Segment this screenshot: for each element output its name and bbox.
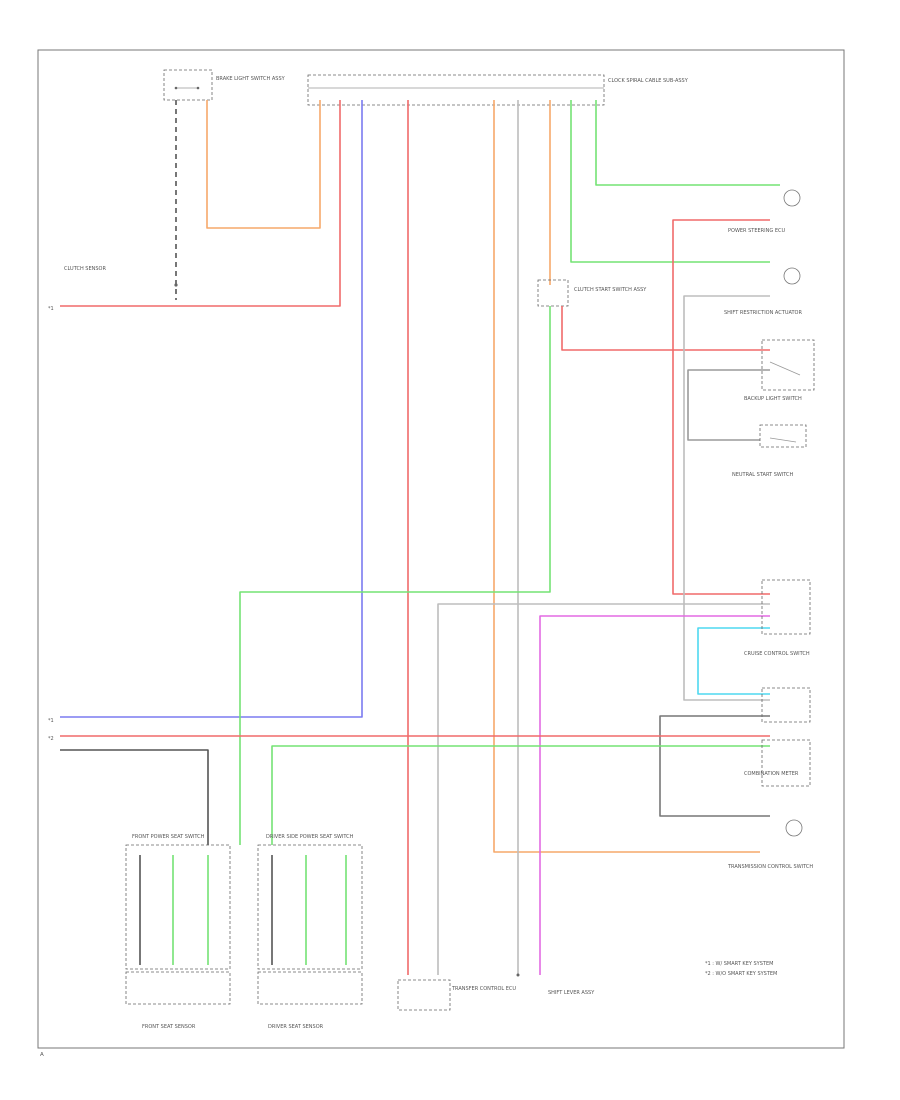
- legend-line-2: *2 : W/O SMART KEY SYSTEM: [705, 971, 777, 977]
- wire-orange-long: [493, 100, 760, 853]
- r5-label: CRUISE CONTROL SWITCH: [744, 651, 810, 657]
- side-label-3: *1: [48, 306, 54, 312]
- shift-lever-assy: SHIFT LEVER ASSY: [516, 973, 595, 996]
- top-connector-label: CLOCK SPIRAL CABLE SUB-ASSY: [608, 78, 689, 84]
- b2-label: DRIVER SIDE POWER SEAT SWITCH: [266, 834, 354, 840]
- front-seat-sensor: FRONT SEAT SENSOR: [125, 971, 231, 1030]
- driver-power-seat-switch: DRIVER SIDE POWER SEAT SWITCH: [257, 834, 363, 970]
- backup-light-switch: BACKUP LIGHT SWITCH: [744, 339, 815, 402]
- combination-meter: COMBINATION METER: [744, 739, 811, 787]
- left-sensor-circuit: CLUTCH SENSOR: [64, 100, 178, 300]
- left-sensor-label: CLUTCH SENSOR: [64, 266, 106, 272]
- wire-red-right: [672, 219, 770, 595]
- neutral-start-switch: NEUTRAL START SWITCH: [732, 424, 807, 478]
- wire-green-module: [239, 306, 551, 845]
- diagram-frame: [37, 49, 845, 1049]
- wire-cyan: [697, 627, 770, 695]
- b4-label: DRIVER SEAT SENSOR: [268, 1024, 324, 1030]
- r1-label: POWER STEERING ECU: [728, 228, 785, 234]
- legend-line-1: *1 : W/ SMART KEY SYSTEM: [705, 961, 773, 967]
- wire-gray-r4: [683, 295, 770, 701]
- wire-red-left: [60, 100, 341, 307]
- wire-green-bottom: [271, 745, 770, 845]
- transfer-control-ecu: TRANSFER CONTROL ECU: [397, 979, 516, 1011]
- clutch-start-switch: CLUTCH START SWITCH ASSY: [537, 279, 647, 307]
- b1-label: FRONT POWER SEAT SWITCH: [132, 834, 205, 840]
- wire-orange-switch: [206, 100, 321, 229]
- wire-green-r1: [595, 100, 780, 186]
- power-steering-ecu: POWER STEERING ECU: [728, 189, 801, 234]
- wire-gray-cruise: [437, 603, 770, 975]
- r6-label: COMBINATION METER: [744, 771, 799, 777]
- b3-label: FRONT SEAT SENSOR: [142, 1024, 196, 1030]
- r3-label: BACKUP LIGHT SWITCH: [744, 396, 802, 402]
- wire-blue: [60, 100, 363, 718]
- side-label-1: *1: [48, 718, 54, 724]
- top-connector: CLOCK SPIRAL CABLE SUB-ASSY: [307, 74, 689, 106]
- b5-label: TRANSFER CONTROL ECU: [451, 986, 516, 992]
- front-power-seat-switch: FRONT POWER SEAT SWITCH: [125, 834, 231, 970]
- r4-label: NEUTRAL START SWITCH: [732, 472, 794, 478]
- brake-light-switch-label: BRAKE LIGHT SWITCH ASSY: [216, 76, 286, 82]
- brake-light-switch: BRAKE LIGHT SWITCH ASSY: [163, 69, 286, 101]
- clutch-start-label: CLUTCH START SWITCH ASSY: [574, 287, 647, 293]
- wire-red-module: [561, 306, 770, 351]
- cruise-control-switch: CRUISE CONTROL SWITCH: [744, 579, 811, 723]
- legend-notes: *1 : W/ SMART KEY SYSTEM *2 : W/O SMART …: [705, 961, 777, 977]
- side-label-2: *2: [48, 736, 54, 742]
- wire-gray-r3: [687, 369, 770, 441]
- b6-label: SHIFT LEVER ASSY: [548, 990, 595, 996]
- wire-black-meter: [659, 715, 770, 817]
- r7-label: TRANSMISSION CONTROL SWITCH: [727, 864, 813, 870]
- r2-label: SHIFT RESTRICTION ACTUATOR: [724, 310, 802, 316]
- wire-green-r2: [570, 100, 770, 263]
- wire-black-seat: [60, 749, 209, 845]
- shift-restriction-actuator: SHIFT RESTRICTION ACTUATOR: [724, 267, 802, 316]
- transmission-control-switch: TRANSMISSION CONTROL SWITCH: [727, 819, 813, 870]
- wire-magenta: [539, 615, 770, 975]
- footer-mark: A: [40, 1052, 44, 1058]
- driver-seat-sensor: DRIVER SEAT SENSOR: [257, 971, 363, 1030]
